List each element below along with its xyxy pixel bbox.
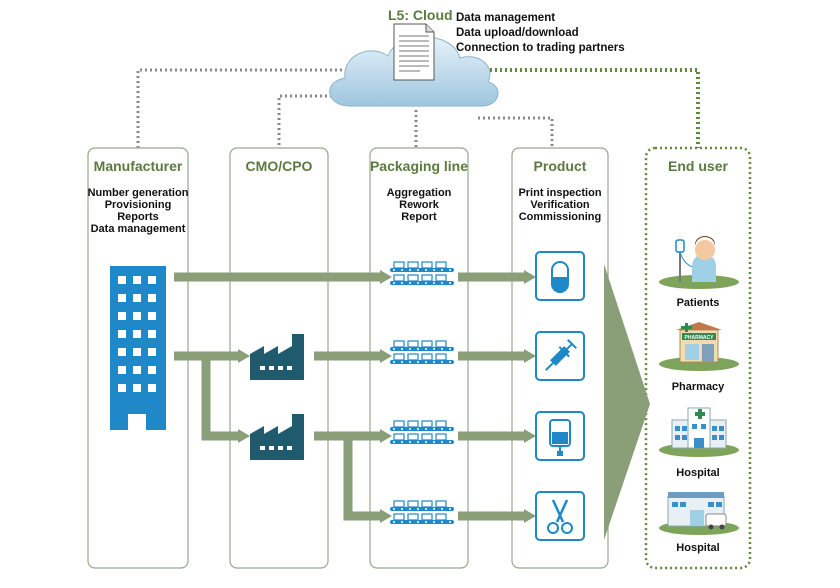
flow-arrowheads — [238, 270, 536, 523]
scissors-icon — [535, 491, 585, 541]
iv-bag-icon — [535, 411, 585, 461]
syringe-icon — [535, 331, 585, 381]
building-icon — [110, 266, 166, 430]
cloud-connectors — [136, 68, 554, 148]
conveyor-icon — [390, 261, 454, 285]
arrowhead — [380, 509, 392, 523]
flow-branch-to-pack4 — [343, 436, 382, 521]
manufacturer-item: Number generation — [88, 187, 189, 199]
cloud-item-data-management: Data management — [456, 12, 555, 24]
column-title-end-user: End user — [668, 158, 728, 174]
column-title-product: Product — [534, 158, 587, 174]
arrowhead — [380, 349, 392, 363]
arrowhead — [524, 349, 536, 363]
connector-manufacturer — [136, 68, 352, 148]
arrowhead — [524, 509, 536, 523]
document-icon — [393, 23, 435, 81]
factory-icon — [250, 414, 304, 460]
capsule-icon — [535, 251, 585, 301]
hospital-ambulance-icon — [659, 492, 739, 535]
cloud: L5: Cloud Data management Data upload/do… — [329, 7, 625, 107]
column-title-packaging-line: Packaging line — [370, 158, 468, 174]
arrowhead — [380, 270, 392, 284]
pharmacy-icon: PHARMACY — [659, 322, 739, 371]
cloud-item-trading-partners: Connection to trading partners — [456, 42, 625, 54]
manufacturer-item: Reports — [117, 211, 159, 223]
pharmacy-sign: PHARMACY — [685, 335, 715, 341]
factory-icon — [250, 334, 304, 380]
end-user-label-patients: Patients — [677, 297, 720, 309]
cloud-item-upload-download: Data upload/download — [456, 27, 579, 39]
arrowhead — [238, 349, 250, 363]
flow-lines — [174, 272, 526, 521]
column-title-cmo-cpo: CMO/CPO — [246, 158, 313, 174]
arrowhead — [524, 270, 536, 284]
packaging-item: Aggregation — [387, 187, 452, 199]
conveyor-icon — [390, 500, 454, 524]
cloud-title: L5: Cloud — [388, 7, 453, 23]
conveyor-icon — [390, 420, 454, 444]
patient-icon — [659, 236, 739, 289]
product-item: Verification — [530, 199, 590, 211]
packaging-item: Rework — [399, 199, 440, 211]
manufacturer-item: Data management — [91, 223, 186, 235]
column-title-manufacturer: Manufacturer — [94, 158, 183, 174]
arrowhead — [524, 429, 536, 443]
conveyor-icons — [390, 261, 454, 524]
conveyor-icon — [390, 340, 454, 364]
end-user-label-hospital-2: Hospital — [676, 542, 719, 554]
end-user-label-hospital: Hospital — [676, 467, 719, 479]
flow-branch-to-cmo2 — [201, 356, 240, 441]
big-arrow-to-end-user — [604, 264, 650, 540]
arrowhead — [238, 429, 250, 443]
hospital-icon — [659, 407, 739, 457]
manufacturer-item: Provisioning — [105, 199, 172, 211]
product-item: Commissioning — [519, 211, 602, 223]
packaging-item: Report — [401, 211, 437, 223]
connector-end-user — [470, 68, 700, 148]
arrowhead — [380, 429, 392, 443]
connector-product — [478, 116, 554, 148]
end-user-label-pharmacy: Pharmacy — [672, 381, 725, 393]
product-item: Print inspection — [518, 187, 601, 199]
